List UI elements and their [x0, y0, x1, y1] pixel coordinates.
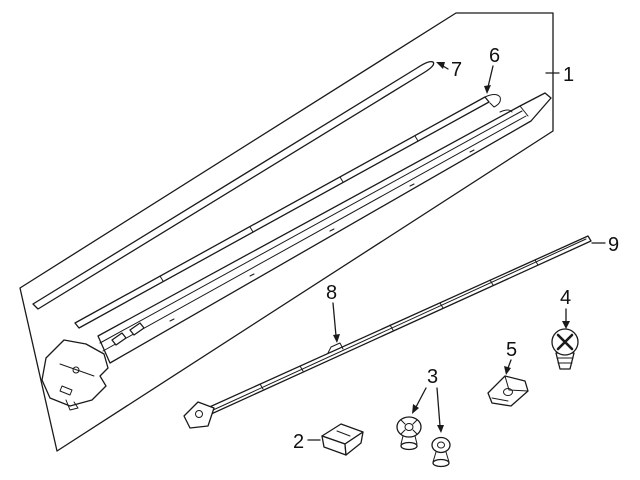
- callout-9: 9: [591, 234, 619, 256]
- rocker-panel-tip-detail: [499, 105, 529, 117]
- boundary-outline: [19, 12, 554, 452]
- part-5-retainer-clip: [487, 375, 529, 407]
- retainer-fold-lines: [491, 375, 529, 402]
- callout-8-arrowhead: [333, 334, 340, 343]
- grommet-center: [404, 423, 414, 431]
- rivet-base: [432, 458, 450, 468]
- callout-5: 5: [504, 339, 517, 375]
- part-2-mount-clip: [321, 423, 364, 456]
- grommet-slots: [400, 419, 418, 435]
- part-6-middle-molding: [74, 94, 501, 329]
- rivet-head: [431, 436, 451, 454]
- end-plate-hole: [195, 410, 203, 418]
- callout-3: 3: [412, 366, 444, 433]
- end-bracket-tab: [59, 385, 79, 411]
- callout-7: 7: [436, 59, 462, 81]
- callout-7-label: 7: [451, 59, 462, 81]
- callout-5-arrowhead: [504, 366, 511, 375]
- callout-1-label: 1: [563, 64, 574, 86]
- part-8-9-scuff-strip: [183, 235, 592, 429]
- callout-2: 2: [293, 431, 321, 453]
- upper-molding-body: [32, 60, 435, 310]
- callout-4-arrowhead: [562, 321, 570, 329]
- callout-4-label: 4: [560, 287, 571, 309]
- callout-3-arrowhead-a: [412, 404, 419, 414]
- callout-3-leader-b: [436, 387, 441, 427]
- end-bracket-crease: [59, 363, 95, 377]
- clip-slot: [336, 430, 351, 437]
- callout-8-leader: [332, 302, 337, 337]
- callout-8: 8: [326, 282, 340, 343]
- callout-7-arrowhead: [436, 62, 445, 69]
- grommet-base: [400, 441, 418, 451]
- callouts: 1 2 3 4 5 6 7: [293, 45, 619, 453]
- scuff-strip-ticks: [259, 259, 539, 390]
- rocker-panel-tab-1: [111, 332, 127, 346]
- part-4-screw-grommet: [551, 328, 579, 370]
- retainer-hole: [503, 388, 513, 396]
- part-7-upper-molding: [32, 60, 435, 310]
- rivet-shank: [432, 451, 450, 463]
- part-1-rocker-panel: [41, 92, 552, 411]
- rocker-panel-slots: [169, 149, 475, 322]
- callout-8-label: 8: [326, 282, 337, 304]
- callout-3-label: 3: [427, 366, 438, 388]
- middle-molding-body: [74, 96, 490, 329]
- callout-9-label: 9: [608, 234, 619, 256]
- callout-6-leader: [487, 65, 494, 88]
- clip-right-face: [344, 431, 364, 456]
- part-3-fasteners: [396, 416, 451, 468]
- rocker-panel-crease-lines: [99, 110, 527, 352]
- end-bracket-hole: [72, 366, 80, 374]
- rocker-panel-tab-2: [129, 322, 145, 336]
- callout-6: 6: [484, 45, 500, 94]
- callout-7-leader: [442, 65, 449, 70]
- callout-6-arrowhead: [484, 85, 491, 94]
- callout-6-label: 6: [489, 45, 500, 67]
- middle-molding-clip-ticks: [159, 135, 419, 282]
- callout-3-leader-a: [415, 387, 427, 408]
- scuff-strip-inner-line: [199, 238, 587, 417]
- middle-molding-end-hook: [484, 94, 501, 108]
- phillips-cross: [556, 333, 574, 351]
- scuff-strip-end-plate: [183, 401, 215, 429]
- scuff-strip-tab: [327, 342, 344, 354]
- callout-1: 1: [545, 64, 574, 86]
- callout-2-label: 2: [293, 431, 304, 453]
- callout-3-arrowhead-b: [437, 425, 444, 433]
- screw-ribs: [556, 357, 574, 364]
- rivet-center: [437, 441, 445, 449]
- boundary-parallelogram: [19, 12, 554, 452]
- callout-5-leader: [507, 359, 512, 369]
- callout-5-label: 5: [506, 339, 517, 361]
- grommet-stem: [400, 435, 418, 445]
- callout-4: 4: [560, 287, 571, 329]
